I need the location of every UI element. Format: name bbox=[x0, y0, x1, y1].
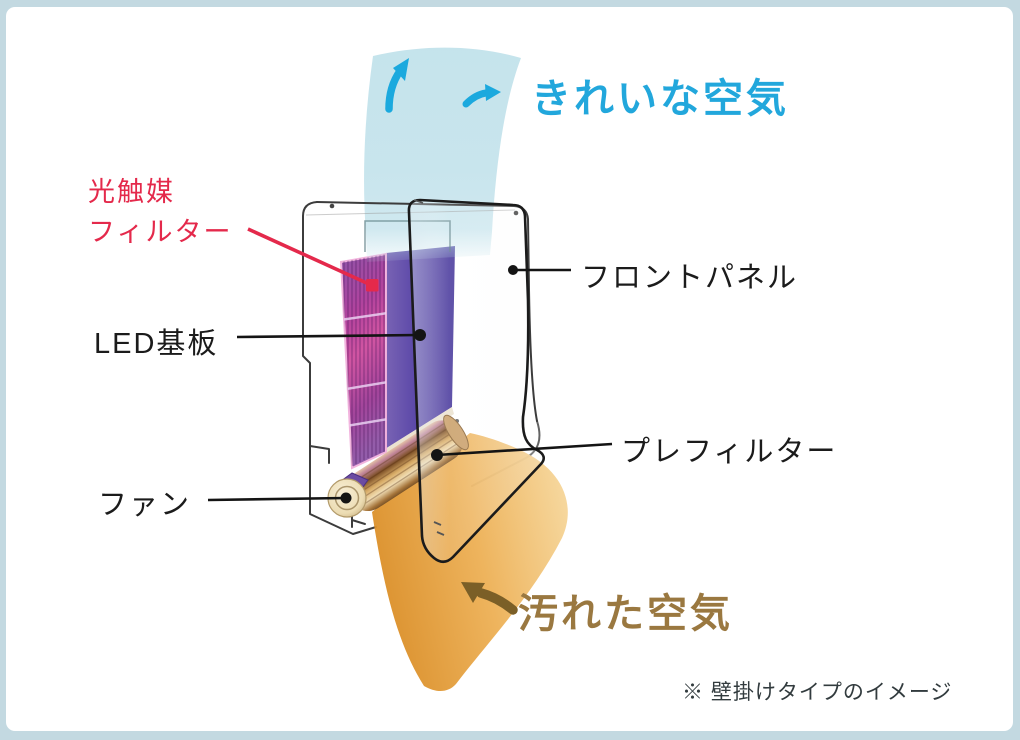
clean-air-label: きれいな空気 bbox=[531, 77, 789, 121]
photocatalyst-leader-line bbox=[247, 227, 372, 287]
front-panel-ticks bbox=[433, 521, 445, 536]
front-panel-label: フロントパネル bbox=[581, 262, 799, 294]
pre-filter-label: プレフィルター bbox=[621, 436, 838, 468]
photocatalyst-leader-marker bbox=[366, 279, 379, 292]
clean-air-right-arrow-icon bbox=[462, 84, 501, 108]
fan-leader-line bbox=[207, 496, 347, 502]
dirty-air-label: 汚れた空気 bbox=[518, 592, 733, 636]
led-board-leader-line bbox=[236, 333, 420, 339]
prefilter-stripes bbox=[345, 420, 461, 508]
clean-air-up-arrow-icon bbox=[385, 58, 409, 113]
pre-filter-leader-line bbox=[436, 442, 613, 457]
photocatalyst-filter-label: 光触媒 フィルター bbox=[88, 172, 232, 252]
photocatalyst-filter-label-line2: フィルター bbox=[88, 217, 233, 247]
led-board-label: LED基板 bbox=[94, 328, 219, 360]
dirty-air-arrow-icon bbox=[461, 582, 518, 615]
fan-label: ファン bbox=[98, 489, 192, 521]
front-panel-leader-dot bbox=[508, 265, 518, 275]
photocatalyst-filter-label-line1: 光触媒 bbox=[88, 177, 175, 207]
pre-filter-leader-dot bbox=[431, 449, 443, 461]
wall-mount-note: ※ 壁掛けタイプのイメージ bbox=[682, 681, 953, 704]
front-panel-outline bbox=[407, 198, 546, 564]
fan-leader-dot bbox=[340, 492, 352, 504]
front-panel-top-mark bbox=[413, 199, 424, 204]
housing-screw-left bbox=[329, 203, 335, 209]
led-board-leader-dot bbox=[414, 329, 426, 341]
